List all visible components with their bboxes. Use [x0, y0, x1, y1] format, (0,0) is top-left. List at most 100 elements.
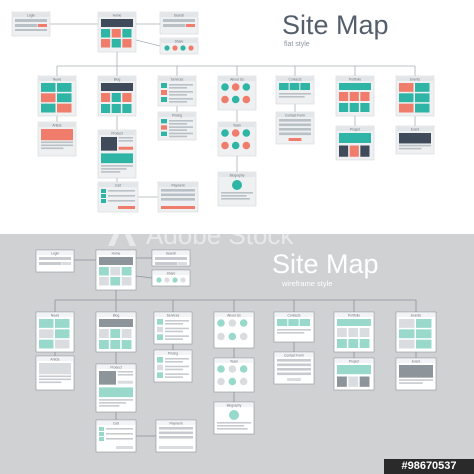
tile-block	[99, 277, 109, 286]
tile-block	[348, 376, 359, 387]
card-title: Biography	[230, 173, 245, 177]
field-block	[279, 123, 311, 127]
text-line	[41, 144, 73, 147]
page-card-portfolio: Portfolio	[335, 75, 375, 117]
card-title: Team	[230, 359, 238, 363]
thumb-block	[101, 199, 106, 203]
thumb-block	[99, 437, 104, 441]
text-line	[169, 94, 187, 96]
card-frame	[217, 75, 257, 111]
tile-block	[415, 103, 430, 113]
card-title: Article	[52, 123, 61, 127]
text-line	[165, 335, 189, 337]
card-title: Login	[27, 13, 35, 17]
text-line	[39, 381, 62, 384]
thumb-block	[99, 432, 104, 436]
page-card-article: Article	[37, 121, 77, 157]
page-card-project: Project	[333, 357, 375, 391]
adobe-logo-icon	[108, 216, 136, 246]
page-card-team: Team	[213, 357, 255, 393]
card-title: Product	[110, 365, 121, 369]
field-block	[161, 198, 195, 201]
thumb-block	[101, 189, 106, 193]
tile-block	[416, 319, 432, 328]
field-block	[277, 359, 311, 362]
card-header	[157, 421, 195, 425]
card-header	[97, 251, 135, 255]
content-circle	[239, 377, 248, 386]
content-circle	[217, 377, 225, 386]
field-block	[159, 436, 193, 439]
content-circle	[221, 95, 229, 104]
card-title: Contact Form	[284, 353, 304, 357]
page-card-about: About Us	[217, 75, 257, 111]
text-line	[169, 135, 187, 138]
tile-block	[39, 319, 54, 328]
thumb-block	[99, 427, 104, 431]
content-block	[155, 262, 178, 265]
thumb-block	[157, 372, 163, 378]
content-block	[15, 29, 47, 31]
page-card-share: Share	[151, 269, 191, 287]
text-line	[399, 379, 433, 381]
tile-block	[101, 39, 111, 48]
card-title: Payment	[171, 183, 184, 187]
text-line	[41, 147, 64, 150]
buy-block	[117, 380, 133, 384]
tile-block	[415, 83, 430, 92]
submit-block	[287, 378, 301, 381]
card-header	[99, 77, 135, 81]
text-line	[217, 425, 245, 427]
tile-block	[55, 339, 70, 349]
text-line	[165, 338, 183, 340]
thumb-block	[161, 131, 167, 136]
card-header	[13, 13, 49, 17]
page-card-portfolio: Portfolio	[333, 311, 375, 353]
text-line	[106, 438, 133, 440]
text-line	[165, 327, 189, 330]
tile-block	[349, 103, 359, 112]
card-header	[337, 77, 373, 81]
submit-block	[288, 138, 302, 141]
page-card-biography: Biography	[217, 171, 257, 207]
image-block	[41, 129, 73, 141]
text-line	[165, 361, 183, 363]
thumb-block	[161, 83, 167, 88]
card-header	[159, 113, 195, 117]
field-block	[277, 368, 311, 371]
tile-block	[337, 339, 347, 348]
card-frame	[217, 121, 257, 157]
content-block	[39, 262, 62, 265]
text-line	[169, 101, 187, 103]
tile-block	[110, 277, 121, 286]
tile-block	[348, 328, 359, 337]
tile-block	[359, 376, 370, 387]
text-line	[165, 358, 189, 360]
image-block	[99, 387, 133, 398]
text-line	[169, 126, 193, 128]
page-card-pricing: Pricing	[157, 111, 197, 141]
tile-block	[399, 83, 414, 92]
content-circle	[231, 95, 240, 104]
tile-block	[39, 329, 54, 339]
thumb-block	[157, 364, 163, 371]
tile-block	[111, 29, 121, 38]
thumb-block	[157, 334, 163, 340]
card-header	[215, 313, 253, 317]
card-header	[153, 271, 189, 275]
text-line	[108, 190, 135, 192]
card-header	[155, 351, 191, 355]
field-block	[159, 431, 193, 435]
card-header	[99, 131, 135, 135]
content-circle	[221, 141, 229, 150]
card-title: Article	[50, 357, 59, 361]
content-block	[155, 257, 187, 260]
content-block	[300, 83, 310, 90]
content-circle	[242, 95, 251, 104]
tile-block	[99, 267, 109, 276]
tile-block	[121, 329, 132, 338]
pay-block	[161, 206, 195, 209]
card-header	[215, 403, 253, 407]
card-header	[335, 359, 373, 363]
